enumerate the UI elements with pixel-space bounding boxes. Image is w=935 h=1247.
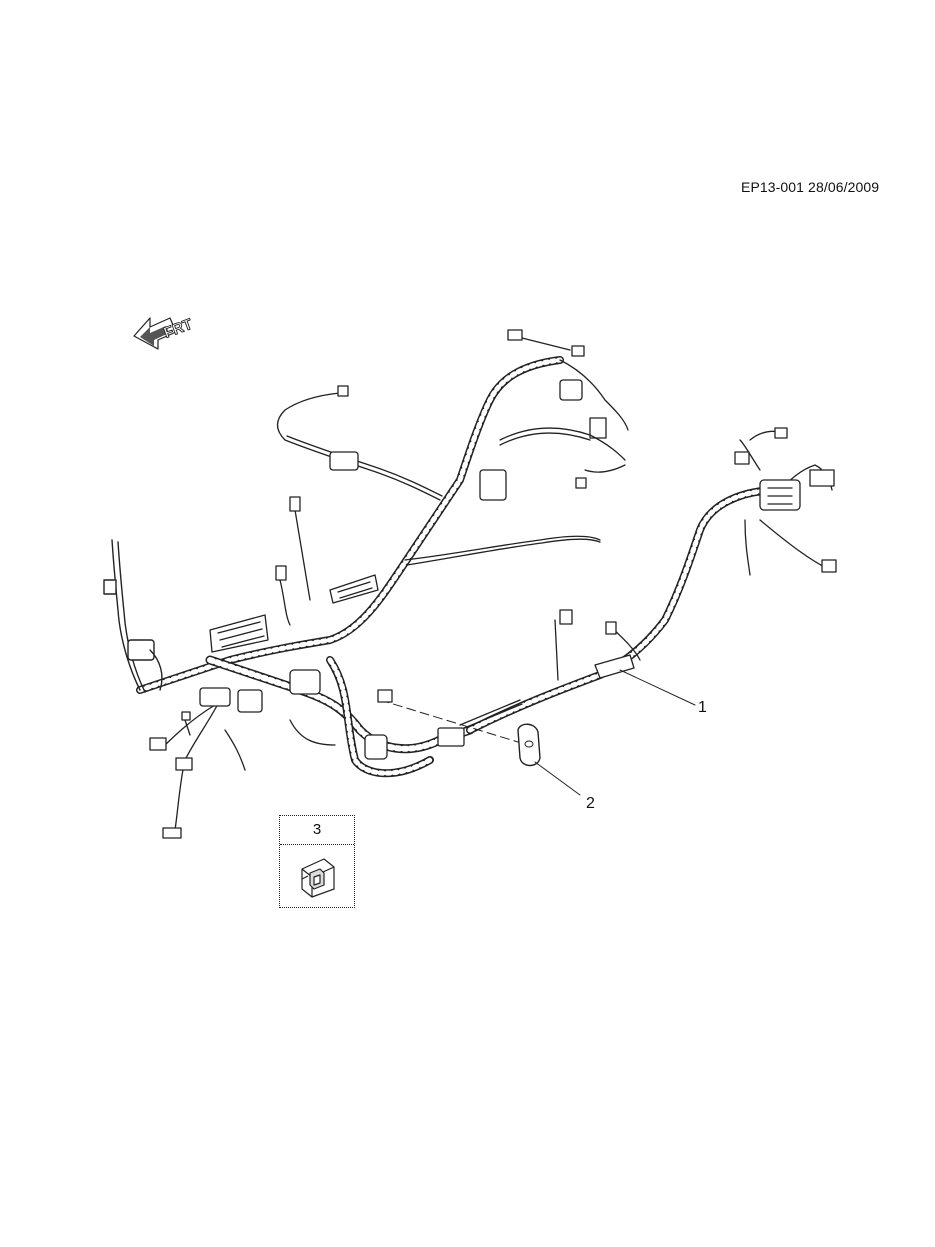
callout-2-label: 2	[586, 795, 595, 812]
overhead-branch	[276, 385, 443, 501]
reference-code: EP13-001 28/06/2009	[741, 179, 880, 195]
lower-left-pigtails	[149, 687, 263, 839]
callout-leader-2	[534, 761, 581, 796]
callout-1-label: 1	[698, 699, 707, 716]
front-direction-arrow-icon: FRT	[133, 315, 195, 350]
upper-pigtails	[275, 496, 601, 626]
left-harness-branch	[103, 539, 163, 693]
clip-inset-body	[280, 845, 354, 908]
callout-leader-1	[619, 669, 696, 706]
center-connectors	[289, 669, 465, 760]
harness-clip-icon	[301, 858, 335, 898]
clip-inset-label: 3	[280, 816, 354, 845]
fuse-block	[209, 574, 379, 653]
clip-inset: 3	[279, 815, 355, 908]
grommet-part	[379, 699, 541, 767]
main-harness-trunk	[136, 356, 784, 778]
mid-right-pigtails	[459, 609, 641, 730]
top-connector-cluster	[479, 329, 629, 501]
right-connector-cluster	[734, 427, 837, 576]
